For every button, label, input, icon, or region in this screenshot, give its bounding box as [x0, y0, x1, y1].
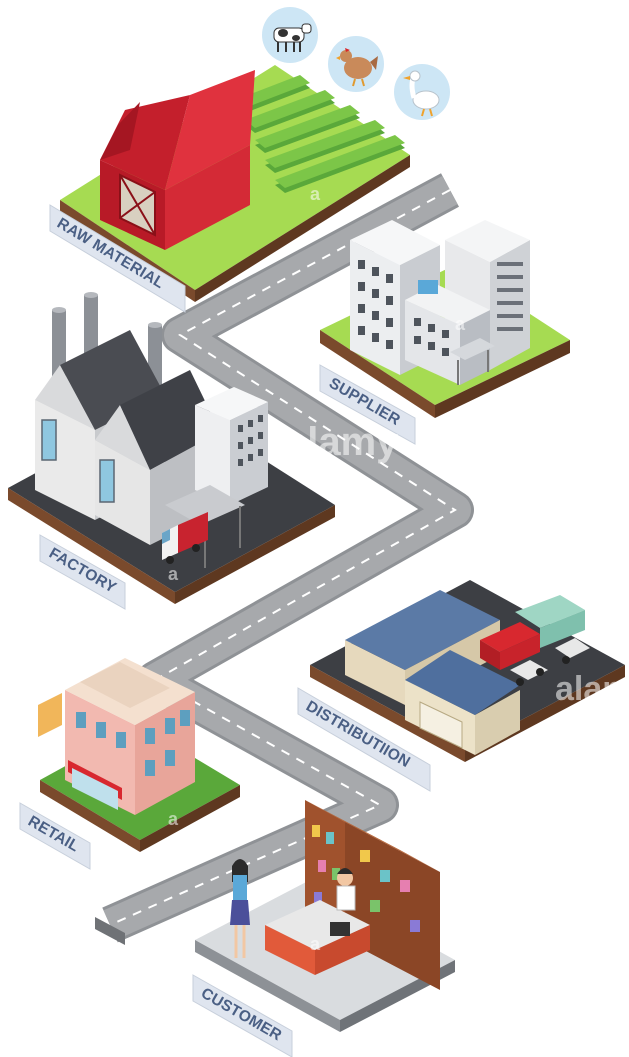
retail-stage: RETAIL [19, 658, 240, 870]
watermark-text: alamy [285, 420, 399, 464]
watermark-text-2: alamy [555, 670, 629, 708]
supplier-stage: SUPPLIER [319, 220, 570, 445]
watermark-mark-2: a [455, 314, 466, 334]
factory-truck [162, 512, 208, 564]
supplier-building-front [405, 280, 495, 385]
customer-stage: CUSTOMER [192, 800, 455, 1057]
barn [100, 70, 255, 250]
watermark-mark-6: a [310, 934, 321, 954]
cow-icon [262, 7, 318, 63]
checkout-counter [265, 900, 370, 975]
goose-icon [394, 64, 450, 120]
cashier-figure [336, 868, 356, 911]
watermark-mark-5: a [168, 809, 179, 829]
customer-figure [230, 859, 250, 958]
retail-sign [38, 693, 62, 737]
animal-icons [262, 7, 450, 120]
watermark-mark: a [310, 184, 321, 204]
raw-material-stage: RAW MATERIAL [49, 65, 410, 313]
chicken-icon [328, 36, 384, 92]
distribution-trucks [480, 595, 590, 686]
retail-building [65, 658, 195, 815]
watermark-mark-4: a [460, 564, 471, 584]
factory-office [195, 387, 268, 505]
watermark-mark-3: a [168, 564, 179, 584]
warehouse-front [405, 650, 520, 755]
watermarks: alamy alamy a a a a a a [168, 184, 629, 954]
